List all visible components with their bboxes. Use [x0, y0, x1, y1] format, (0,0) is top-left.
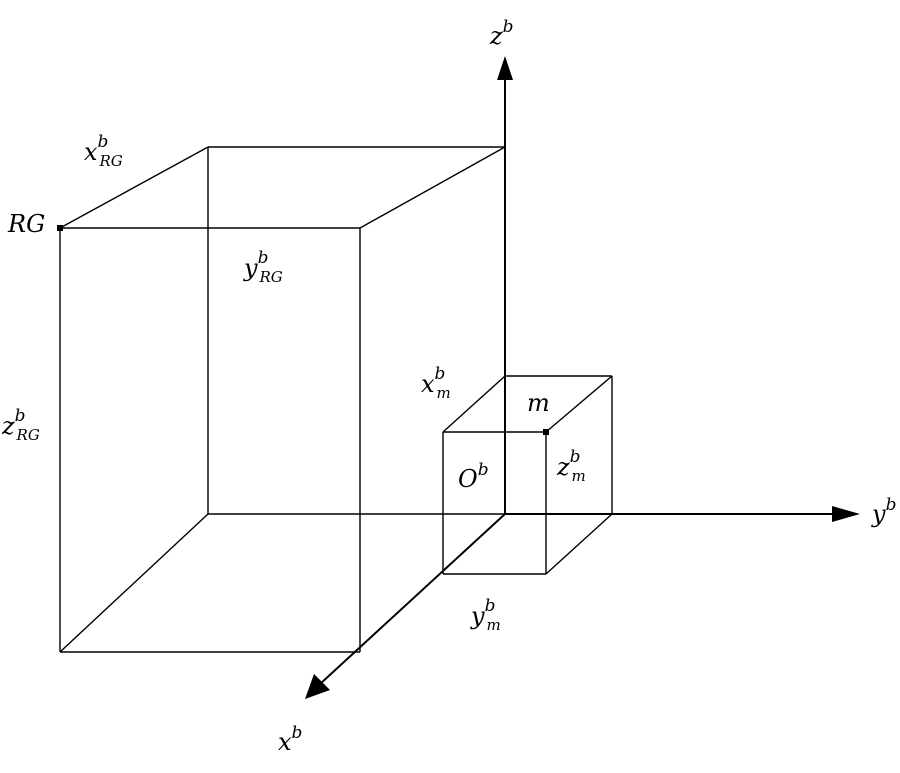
- z-axis-label: zb: [489, 17, 514, 50]
- m-point-marker: [543, 429, 549, 435]
- m-box-edge: [545, 375, 613, 433]
- rg-point-marker: [57, 225, 63, 231]
- m-box: [442, 375, 613, 575]
- x-axis: [319, 513, 506, 685]
- x-axis-label: xb: [278, 723, 302, 756]
- y-axis-label: yb: [871, 495, 896, 528]
- rg-box: [59, 146, 506, 653]
- m-box-edge: [442, 375, 506, 433]
- x-axis-arrowhead: [305, 674, 330, 699]
- m-box-edge: [545, 513, 613, 575]
- rg-box-edge: [59, 513, 209, 653]
- axes: [305, 56, 860, 699]
- z-axis-arrowhead: [497, 56, 513, 80]
- y-axis-arrowhead: [832, 506, 860, 522]
- origin-label: Ob: [458, 460, 489, 493]
- m-point-label: m: [527, 389, 550, 417]
- rg-point-label: RG: [7, 210, 45, 238]
- rg-box-edge: [59, 146, 209, 229]
- rg-box-edge: [359, 146, 506, 229]
